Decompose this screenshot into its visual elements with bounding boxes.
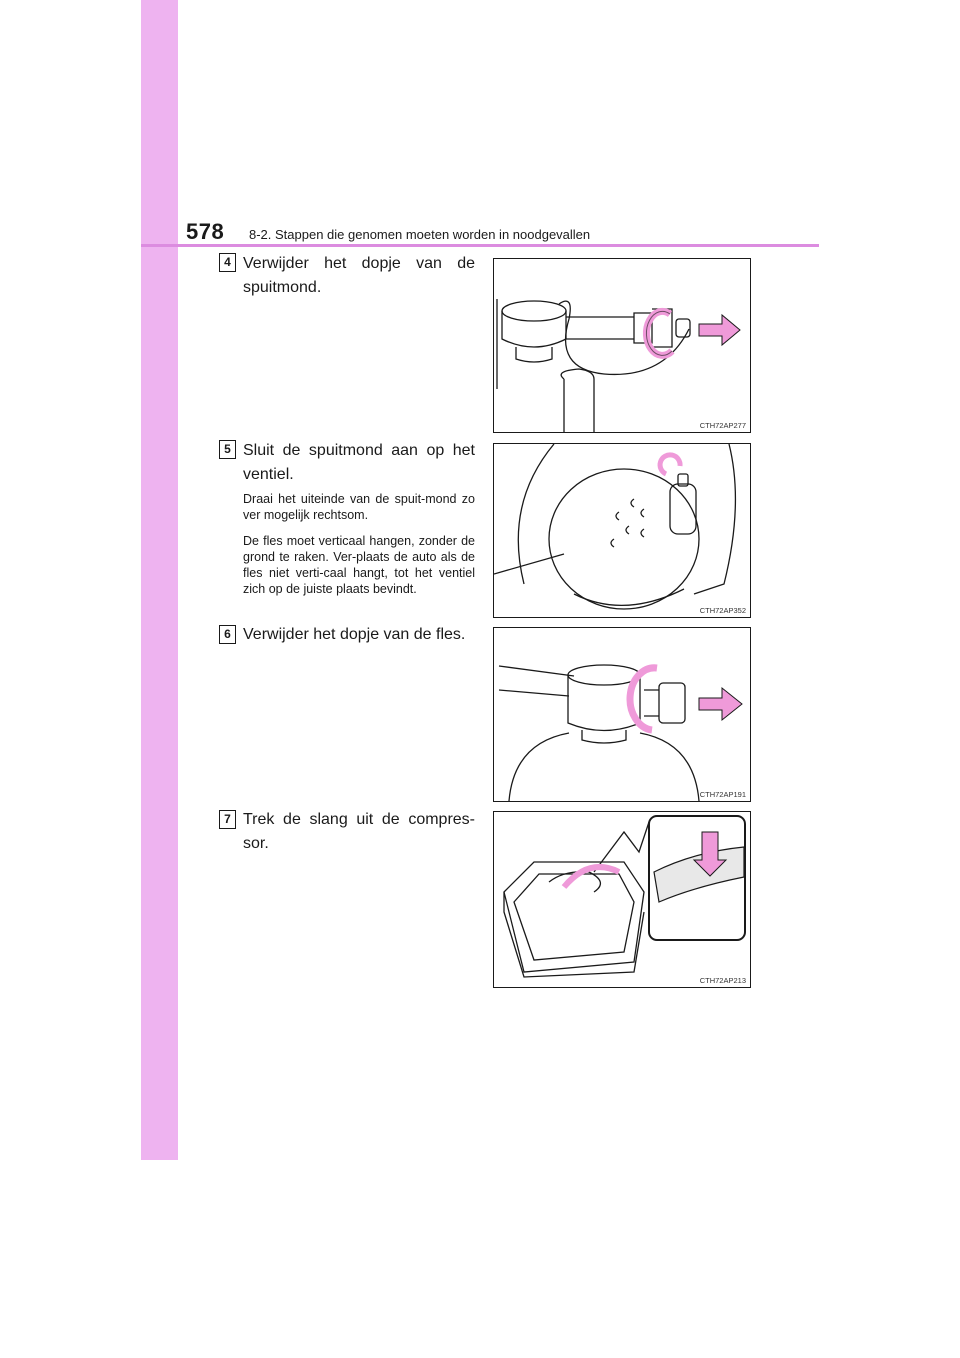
nozzle-cap-illustration (496, 299, 741, 432)
bottle-cap-illustration (498, 664, 743, 801)
illustration-step-6: CTH72AP191 (493, 627, 751, 802)
image-code: CTH72AP352 (699, 606, 746, 615)
page-number: 578 (186, 219, 225, 244)
illustration-step-4: CTH72AP277 (493, 258, 751, 433)
chapter-title: 8-2. Stappen die genomen moeten worden i… (249, 227, 591, 242)
illustration-step-5: CTH72AP352 (493, 443, 751, 618)
step-4-text: Verwijder het dopje van de spuitmond. (243, 255, 475, 296)
hose-compressor-illustration (503, 815, 746, 978)
step-7-text: Trek de slang uit de compres-sor. (243, 811, 475, 852)
valve-connect-illustration (494, 444, 737, 610)
image-code: CTH72AP213 (699, 976, 746, 985)
header-rule (141, 244, 819, 247)
step-5-note-2: De fles moet verticaal hangen, zonder de… (243, 534, 475, 596)
image-code: CTH72AP191 (699, 790, 746, 799)
step-6-text: Verwijder het dopje van de fles. (243, 626, 466, 643)
illustration-step-7: CTH72AP213 (493, 811, 751, 988)
step-5-text: Sluit de spuitmond aan op het ventiel. (243, 442, 475, 483)
side-tab (141, 0, 178, 1160)
step-5-note-1: Draai het uiteinde van de spuit-mond zo … (243, 492, 475, 522)
step-number-6: 6 (219, 625, 236, 644)
image-code: CTH72AP277 (699, 421, 746, 430)
step-number-5: 5 (219, 440, 236, 459)
step-number-7: 7 (219, 810, 236, 829)
step-number-4: 4 (219, 253, 236, 272)
